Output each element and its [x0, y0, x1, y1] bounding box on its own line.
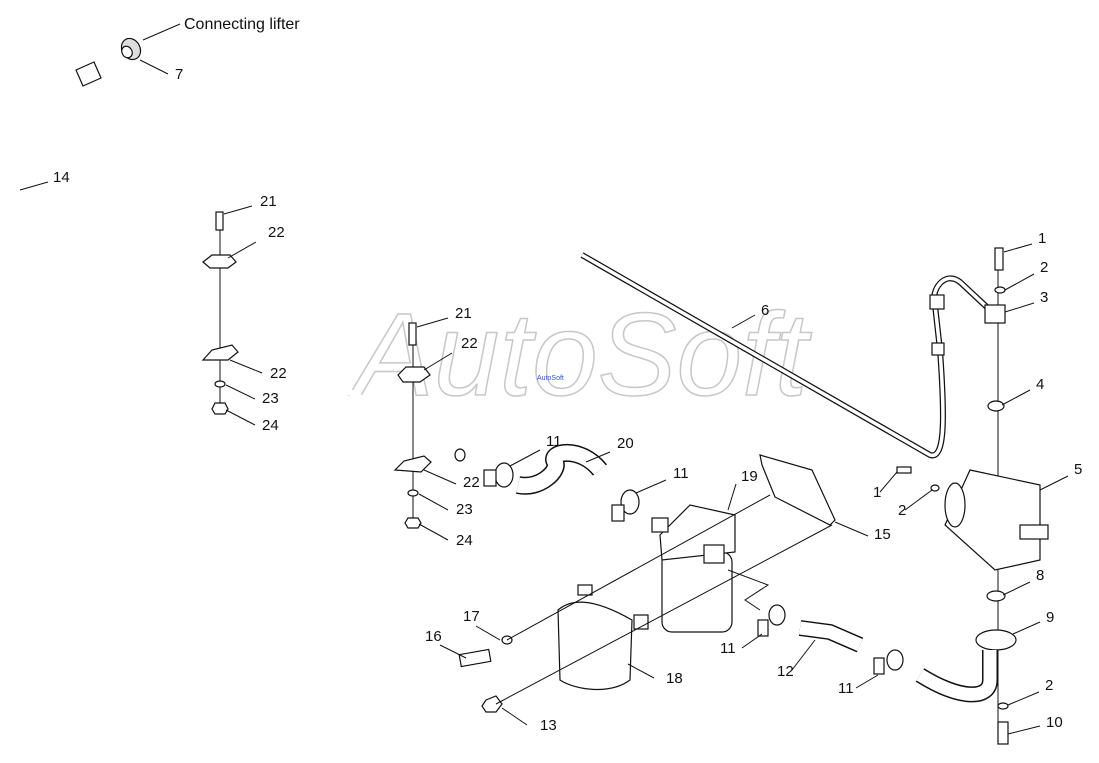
- caption-connecting-lifter: Connecting lifter: [184, 16, 300, 33]
- part-label-p1b: 1: [873, 484, 881, 501]
- part-label-p23b: 23: [456, 501, 473, 518]
- part-label-p3: 3: [1040, 289, 1048, 306]
- part-label-p24b: 24: [456, 532, 473, 549]
- part-label-p1a: 1: [1038, 230, 1046, 247]
- part-label-p10: 10: [1046, 714, 1063, 731]
- part-5-pump: [879, 243, 1069, 745]
- part-label-p9: 9: [1046, 609, 1054, 626]
- part-label-p23a: 23: [262, 390, 279, 407]
- caption-leader: [142, 23, 181, 41]
- part-7-fitting: [120, 37, 169, 75]
- part-label-p2a: 2: [1040, 259, 1048, 276]
- part-label-p11a: 11: [546, 433, 562, 450]
- part-20-hose: [483, 443, 667, 522]
- clamp-group-left: [201, 205, 263, 426]
- watermark: AutoSoft: [349, 289, 812, 421]
- part-label-p21b: 21: [455, 305, 472, 322]
- clamp-group-right: [393, 317, 457, 541]
- part-label-p2b: 2: [898, 502, 906, 519]
- part-6-pipe: [580, 252, 993, 459]
- part-label-p8: 8: [1036, 567, 1044, 584]
- part-label-p17: 17: [463, 608, 480, 625]
- part-label-p7: 7: [175, 66, 183, 83]
- part-label-p18: 18: [666, 670, 683, 687]
- part-label-p12: 12: [777, 663, 794, 680]
- part-label-p16: 16: [425, 628, 442, 645]
- part-label-p5: 5: [1074, 461, 1082, 478]
- part-label-p22c: 22: [461, 335, 478, 352]
- part-label-p4: 4: [1036, 376, 1044, 393]
- part-15-bracket: [759, 454, 869, 537]
- part-label-p22a: 22: [268, 224, 285, 241]
- part-label-p24a: 24: [262, 417, 279, 434]
- part-12-hose: [727, 569, 904, 689]
- part-label-p11b: 11: [673, 465, 689, 482]
- part-label-p20: 20: [617, 435, 634, 452]
- part-label-p11c: 11: [720, 640, 736, 657]
- part-14-pipe: [16, 61, 466, 462]
- part-label-p14: 14: [53, 169, 70, 186]
- part-label-p2c: 2: [1045, 677, 1053, 694]
- part-label-p6: 6: [761, 302, 769, 319]
- part-19-filter: [651, 483, 737, 633]
- part-label-p13: 13: [540, 717, 557, 734]
- part-label-p22b: 22: [270, 365, 287, 382]
- part-label-p19: 19: [741, 468, 758, 485]
- part-18-cover: [439, 494, 833, 726]
- part-label-p11d: 11: [838, 680, 854, 697]
- part-label-p15: 15: [874, 526, 891, 543]
- part-label-p21a: 21: [260, 193, 277, 210]
- watermark-badge: AutoSoft: [537, 375, 564, 382]
- part-label-p22d: 22: [463, 474, 480, 491]
